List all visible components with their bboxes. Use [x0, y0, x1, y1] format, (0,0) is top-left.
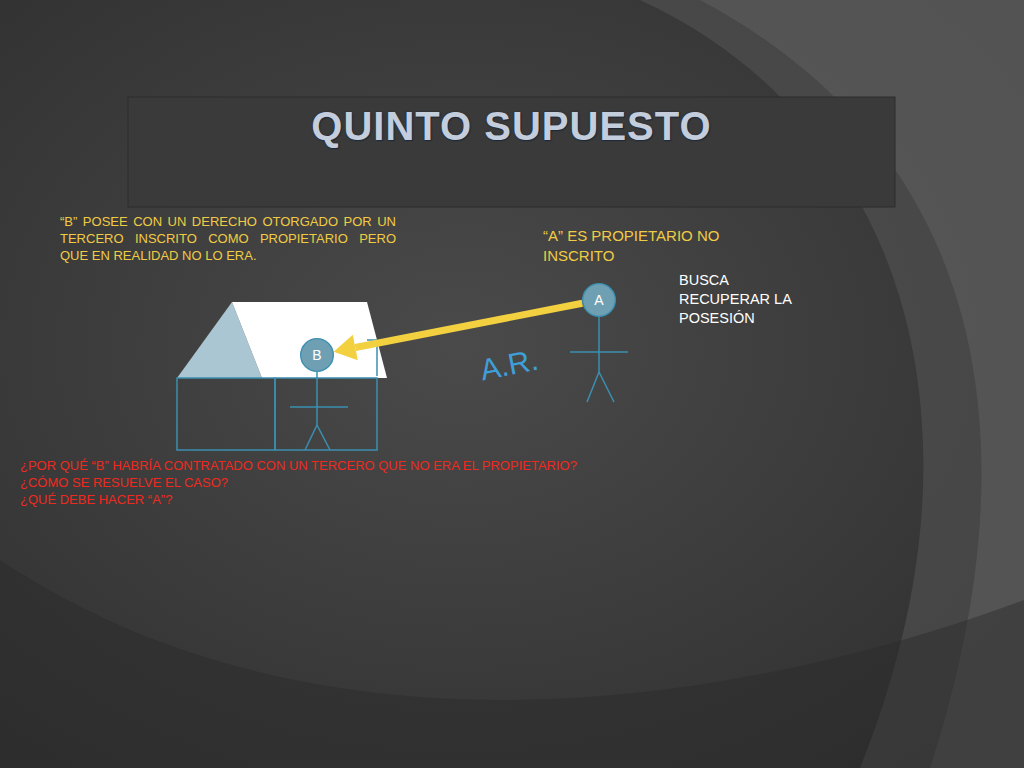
owner-note: “A” ES PROPIETARIO NO INSCRITO: [543, 226, 743, 265]
goal-note: BUSCA RECUPERAR LA POSESIÓN: [679, 271, 814, 328]
house-wall: [275, 378, 377, 450]
house-wall: [177, 378, 275, 450]
circle-shape: [583, 284, 616, 317]
slide-title: QUINTO SUPUESTO: [128, 104, 895, 149]
person-head-circle: A: [582, 283, 616, 317]
stick-figure: [570, 317, 628, 402]
question-text: ¿CÓMO SE RESUELVE EL CASO?: [20, 475, 1000, 492]
title-band: [128, 97, 895, 207]
question-text: ¿QUÉ DEBE HACER “A”?: [20, 492, 1000, 509]
description-text: “B” POSEE CON UN DERECHO OTORGADO POR UN…: [60, 214, 396, 265]
arrow-shaft: [355, 303, 582, 347]
person-head-circle: B: [300, 338, 334, 372]
node-letter: A: [594, 292, 603, 308]
node-letter: B: [312, 347, 321, 363]
question-text: ¿POR QUÉ “B” HABRÍA CONTRATADO CON UN TE…: [20, 458, 1000, 475]
house-roof: [232, 302, 387, 378]
circle-shape: [301, 339, 334, 372]
title-band-edge: [128, 97, 895, 207]
background-curve: [0, 560, 1024, 768]
arrow-head: [334, 335, 358, 361]
arrow-connector: [334, 303, 583, 360]
stick-figure: [290, 372, 348, 450]
